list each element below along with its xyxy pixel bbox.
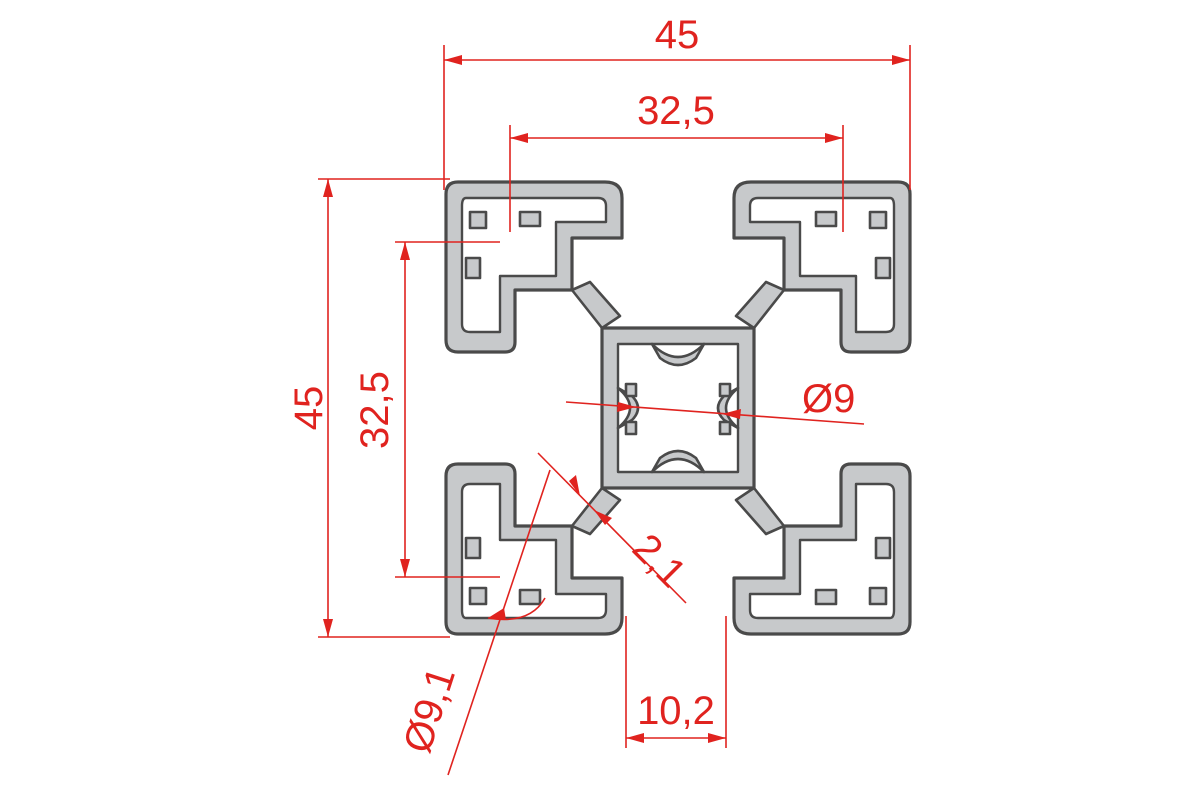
label-inner-height: 32,5 [353, 371, 397, 449]
diagonal-web-top-right [734, 280, 786, 330]
label-wall-thickness: 2,1 [624, 526, 694, 596]
dimension-core-bore: Ø9 [565, 377, 865, 425]
corner-cell-top-right [732, 180, 912, 354]
label-core-bore: Ø9 [802, 377, 855, 421]
corner-cell-top-left [444, 180, 624, 354]
diagonal-web-top-left [570, 280, 622, 330]
dimension-overall-width: 45 [443, 13, 911, 190]
core-nub-1 [624, 382, 638, 398]
label-inner-width: 32,5 [637, 89, 715, 133]
dimension-inner-width: 32,5 [509, 89, 844, 232]
dimension-inner-height: 32,5 [353, 241, 500, 578]
core-lobe-left [616, 386, 640, 430]
corner-cell-bottom-right [732, 462, 912, 636]
profile-cross-section [444, 180, 912, 636]
core-lobe-right [716, 386, 740, 430]
label-overall-width: 45 [655, 13, 700, 57]
label-corner-bore: Ø9,1 [395, 662, 464, 758]
corner-cell-bottom-left [444, 462, 624, 636]
label-overall-height: 45 [287, 386, 331, 431]
core-nub-4 [718, 420, 732, 436]
core-nub-2 [624, 420, 638, 436]
dimension-slot-opening: 10,2 [625, 616, 727, 748]
label-slot-opening: 10,2 [637, 689, 715, 733]
dimension-overall-height: 45 [287, 178, 450, 638]
core-lobe-bottom [650, 449, 706, 474]
core-nub-3 [718, 382, 732, 398]
core-lobe-top [650, 342, 706, 367]
core-cavity [616, 342, 740, 474]
diagonal-web-bottom-right [734, 486, 786, 536]
